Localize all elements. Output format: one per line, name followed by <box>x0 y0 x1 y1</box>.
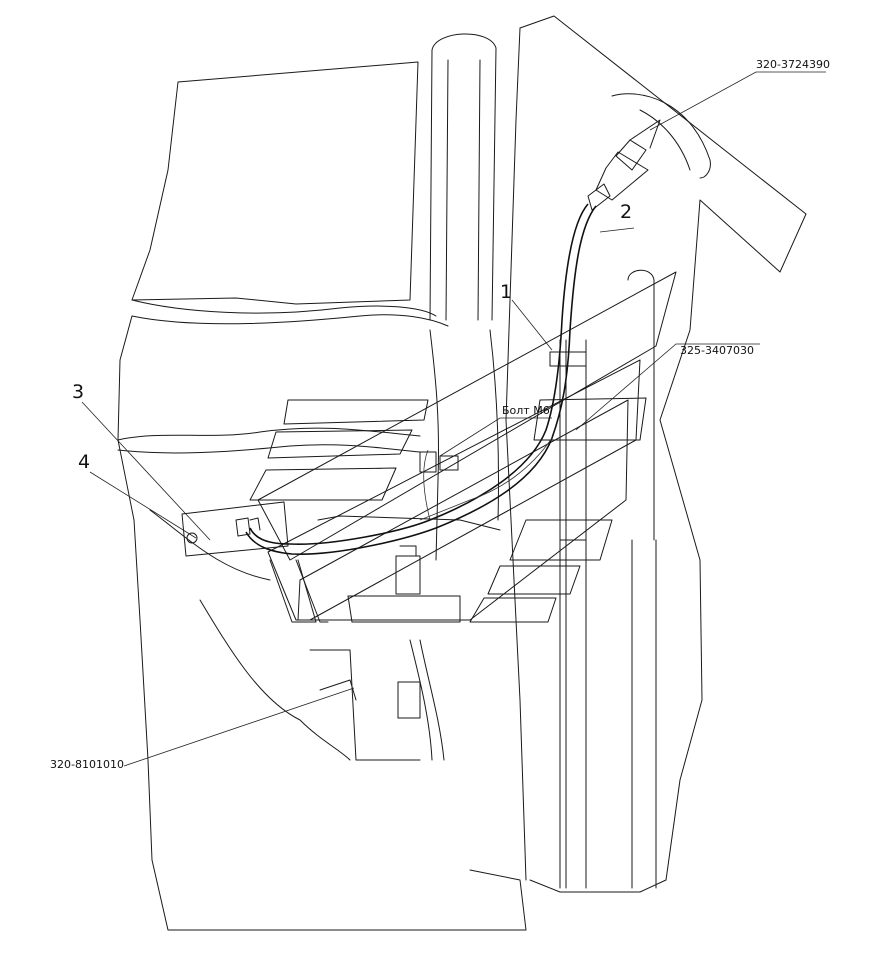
mirror-bracket <box>249 271 677 623</box>
wire-harness <box>245 203 597 555</box>
code-mirror-bracket: 325-3407030 <box>680 344 754 357</box>
rear-cab-panel <box>505 15 807 893</box>
lower-cab-part <box>309 649 421 761</box>
callout-3: 3 <box>72 381 84 403</box>
callout-2: 2 <box>620 201 632 223</box>
leader-lines <box>81 71 826 767</box>
lamp-body <box>587 119 661 211</box>
cable-clamp <box>549 351 587 367</box>
harness-connector <box>395 545 421 595</box>
door-pillar <box>409 33 500 761</box>
code-lamp: 320-3724390 <box>756 58 830 71</box>
code-cab-part: 320-8101010 <box>50 758 124 771</box>
bolt-m6 <box>419 451 459 473</box>
mount-plate <box>181 501 289 557</box>
callout-4: 4 <box>78 451 90 473</box>
callout-1: 1 <box>500 281 512 303</box>
code-bolt: Болт М6 <box>502 404 550 417</box>
rear-channel <box>559 269 657 889</box>
cab-door-outline <box>117 61 527 931</box>
